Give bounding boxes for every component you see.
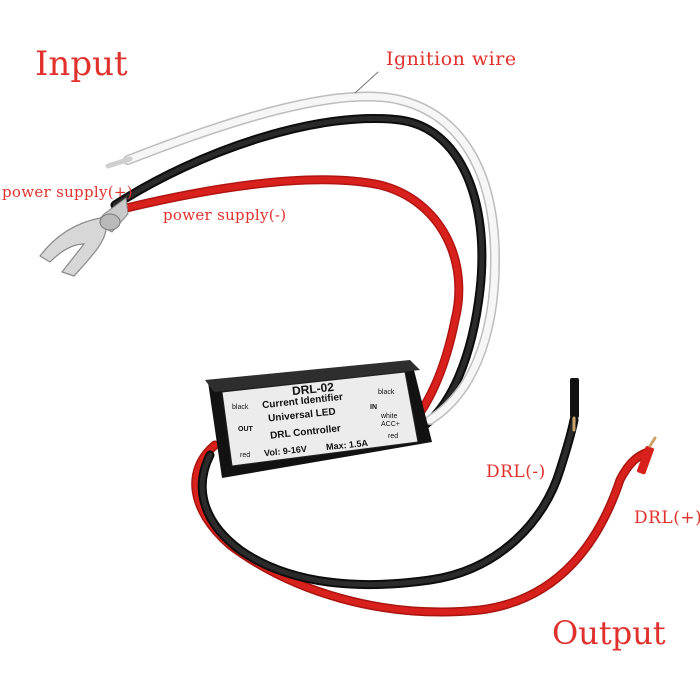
input-label: Input — [35, 44, 128, 84]
power-supply-minus-label: power supply(-) — [163, 206, 287, 224]
module-black-right: black — [378, 389, 395, 396]
module-in-label: IN — [370, 404, 377, 411]
drl-minus-label: DRL(-) — [486, 462, 546, 482]
module-red-left: red — [240, 452, 251, 459]
module-black-left: black — [232, 404, 249, 411]
module-out-label: OUT — [238, 426, 253, 433]
input-wires — [105, 71, 501, 430]
drl-module — [205, 360, 432, 478]
module-acc-right: ACC+ — [381, 421, 400, 428]
fork-terminal — [39, 197, 129, 277]
ignition-wire-label: Ignition wire — [386, 48, 517, 70]
module-red-right: red — [388, 433, 399, 440]
drl-plus-label: DRL(+) — [634, 508, 700, 528]
output-label: Output — [552, 614, 666, 652]
output-wires — [191, 378, 657, 617]
module-white-right: white — [381, 413, 398, 420]
power-supply-plus-label: power supply(+) — [2, 183, 133, 201]
